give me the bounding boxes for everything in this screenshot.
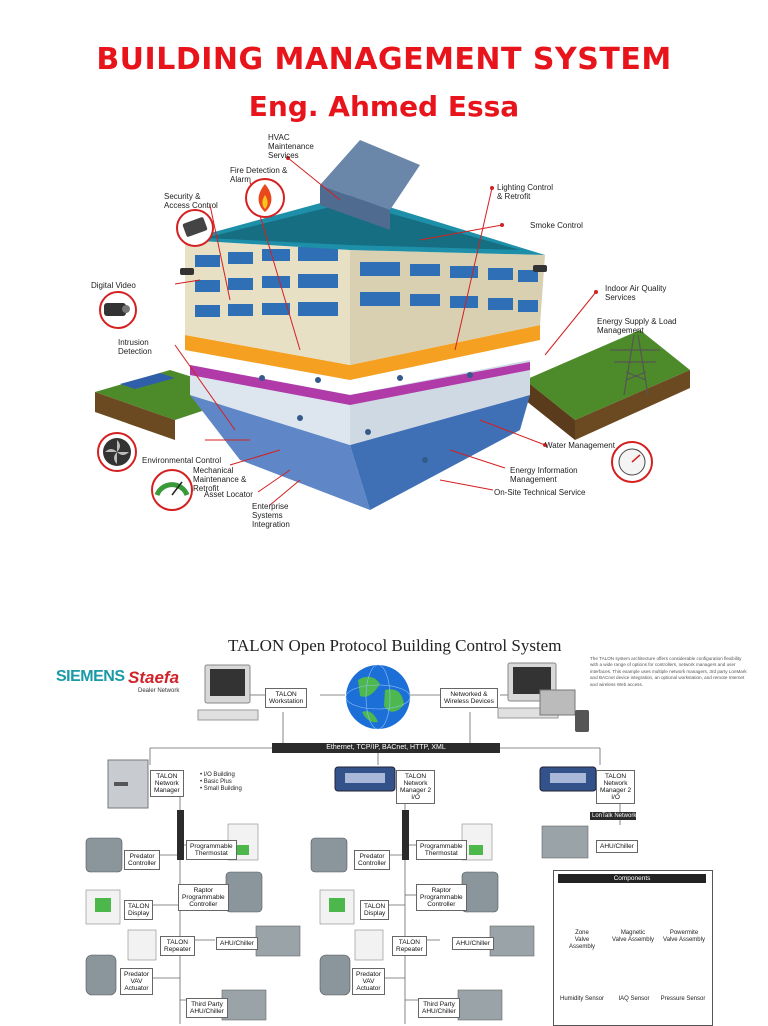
label-hvac: HVAC Maintenance Services: [268, 133, 314, 160]
magnetic-valve-label: Magnetic Valve Assembly: [612, 930, 654, 943]
third-party-label: Third Party AHU/Chiller: [186, 998, 228, 1018]
pressure-sensor-label: Pressure Sensor: [660, 996, 706, 1002]
label-water: Water Management: [545, 441, 615, 450]
humidity-sensor-label: Humidity Sensor: [560, 996, 605, 1002]
staefa-logo: Staefa: [128, 668, 180, 687]
network-manager-label: TALON Network Manager: [150, 770, 184, 797]
components-panel: [553, 870, 713, 1026]
raptor-label: Raptor Programmable Controller: [178, 884, 229, 911]
ahu-chiller-label-1: AHU/Chiller: [596, 840, 638, 853]
network-manager-bullets: • I/O Building • Basic Plus • Small Buil…: [200, 772, 242, 792]
page-title: BUILDING MANAGEMENT SYSTEM: [96, 42, 672, 77]
powermite-valve-label: Powermite Valve Assembly: [663, 930, 705, 943]
repeater-2-icon: [354, 929, 384, 961]
vav-actuator-2-label: Predator VAV Actuator: [352, 968, 385, 995]
raptor-controller-2-icon: [461, 871, 499, 913]
repeater-2-label: TALON Repeater: [392, 936, 427, 956]
label-energy-supply: Energy Supply & Load Management: [597, 317, 677, 335]
ahu-chiller-label-3: AHU/Chiller: [452, 937, 494, 950]
network-manager-2-icon: [334, 766, 396, 792]
network-manager-3-label: TALON Network Manager 2 I/O: [596, 770, 636, 804]
zone-valve-label: Zone Valve Assembly: [568, 930, 595, 950]
predator-controller-2-icon: [310, 837, 348, 873]
talon-description: The TALON system architecture offers con…: [590, 656, 747, 687]
label-onsite: On-Site Technical Service: [494, 488, 586, 497]
third-party-chiller-icon: [221, 989, 267, 1021]
label-digital-video: Digital Video: [91, 281, 136, 290]
lontalk-label: LonTalk Network: [592, 813, 637, 819]
predator-controller-icon: [85, 837, 123, 873]
label-security: Security & Access Control: [164, 192, 218, 210]
thermostat-2-label: Programmable Thermostat: [416, 840, 467, 860]
label-asset: Asset Locator: [204, 490, 253, 499]
talon-title: TALON Open Protocol Building Control Sys…: [228, 636, 562, 655]
fire-alarm-icon: [245, 178, 285, 218]
ethernet-bus: Ethernet, TCP/IP, BACnet, HTTP, XML: [272, 743, 500, 753]
vav-actuator-2-icon: [319, 954, 351, 996]
meter-icon: [611, 441, 653, 483]
predator-controller-label: Predator Controller: [124, 850, 161, 870]
talon-display-2-label: TALON Display: [360, 900, 390, 920]
components-heading: Components: [558, 874, 706, 883]
networked-computer-icon: [497, 662, 589, 732]
globe-icon: [345, 664, 411, 730]
chiller-2-icon: [255, 925, 301, 957]
dealer-network-label: Dealer Network: [138, 688, 180, 694]
workstation-computer-icon: [197, 664, 259, 721]
network-manager-box-icon: [107, 759, 149, 809]
network-manager-3-icon: [539, 766, 597, 792]
building-illustration: [95, 140, 690, 511]
vav-actuator-icon: [85, 954, 117, 996]
fan-icon: [97, 432, 137, 472]
third-party-2-label: Third Party AHU/Chiller: [418, 998, 460, 1018]
label-smoke: Smoke Control: [530, 221, 583, 230]
chiller-3-icon: [489, 925, 535, 957]
iaq-sensor-label: IAQ Sensor: [618, 996, 650, 1002]
talon-display-label: TALON Display: [124, 900, 154, 920]
access-control-icon: [176, 209, 214, 247]
chiller-icon: [541, 825, 589, 859]
label-intrusion: Intrusion Detection: [118, 338, 152, 356]
predator-controller-2-label: Predator Controller: [354, 850, 391, 870]
label-energy-info: Energy Information Management: [510, 466, 578, 484]
repeater-icon: [127, 929, 157, 961]
third-party-chiller-2-icon: [457, 989, 503, 1021]
label-enterprise: Enterprise Systems Integration: [252, 502, 290, 529]
raptor-2-label: Raptor Programmable Controller: [416, 884, 467, 911]
network-manager-2-label: TALON Network Manager 2 I/O: [396, 770, 436, 804]
vav-actuator-label: Predator VAV Actuator: [120, 968, 153, 995]
repeater-label: TALON Repeater: [160, 936, 195, 956]
label-iaq: Indoor Air Quality Services: [605, 284, 667, 302]
label-lighting: Lighting Control & Retrofit: [497, 183, 554, 201]
thermostat-label: Programmable Thermostat: [186, 840, 237, 860]
label-environmental: Environmental Control: [142, 456, 222, 465]
siemens-logo: SIEMENS: [56, 668, 125, 685]
workstation-label: TALON Workstation: [265, 688, 308, 708]
networked-devices-label: Networked & Wireless Devices: [440, 688, 498, 708]
ahu-chiller-label-2: AHU/Chiller: [216, 937, 258, 950]
label-fire: Fire Detection & Alarm: [230, 166, 288, 184]
camera-icon: [99, 291, 137, 329]
raptor-controller-icon: [225, 871, 263, 913]
author-name: Eng. Ahmed Essa: [248, 90, 520, 123]
gauge-icon: [151, 469, 193, 511]
label-mechanical: Mechanical Maintenance & Retrofit: [193, 466, 247, 493]
